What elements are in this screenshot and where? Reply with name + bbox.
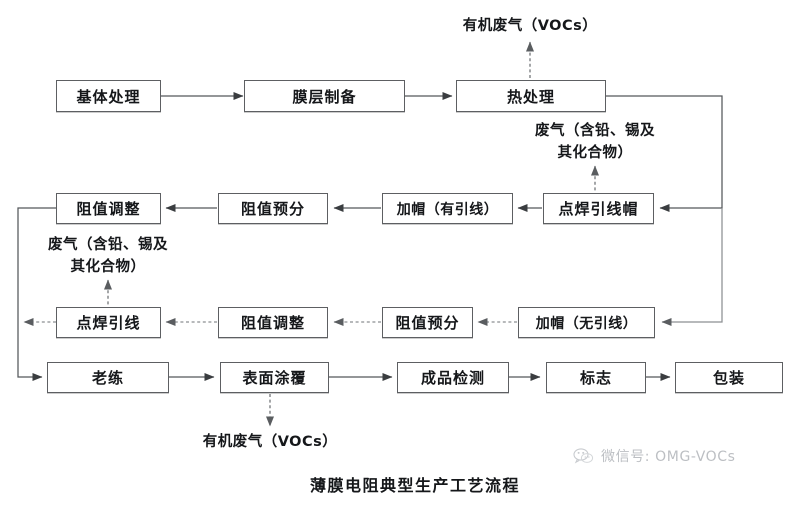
node-packaging[interactable]: 包装: [675, 362, 783, 393]
label-waste-gas-left: 废气（含铅、锡及 其化合物）: [18, 234, 198, 278]
arrow-rail-to-cap-without-lead: [661, 208, 723, 326]
node-marking[interactable]: 标志: [546, 362, 646, 393]
arrow-heat-to-spotweld-cap: [606, 95, 723, 212]
watermark: 微信号: OMG-VOCs: [573, 446, 736, 466]
label-voc-bottom: 有机废气（VOCs）: [202, 434, 338, 450]
node-heat-treatment[interactable]: 热处理: [456, 80, 606, 112]
node-cap-without-lead[interactable]: 加帽（无引线）: [518, 307, 655, 338]
node-resistance-adjust-1[interactable]: 阻值调整: [56, 193, 161, 224]
node-film-preparation[interactable]: 膜层制备: [244, 80, 405, 112]
node-aging[interactable]: 老练: [47, 362, 169, 393]
node-resistance-pre-split-2[interactable]: 阻值预分: [382, 307, 473, 338]
label-waste-gas-right-line1: 废气（含铅、锡及: [535, 123, 655, 139]
node-spot-weld-lead[interactable]: 点焊引线: [56, 307, 161, 338]
label-waste-gas-right-line2: 其化合物）: [557, 145, 633, 161]
diagram-caption: 薄膜电阻典型生产工艺流程: [310, 476, 521, 495]
wechat-icon: [573, 447, 594, 465]
label-waste-gas-left-line2: 其化合物）: [70, 259, 146, 275]
label-waste-gas-right: 废气（含铅、锡及 其化合物）: [505, 120, 685, 164]
node-finished-product-inspection[interactable]: 成品检测: [397, 362, 509, 393]
arrow-adjust1-to-aging: [17, 207, 56, 381]
node-resistance-adjust-2[interactable]: 阻值调整: [218, 307, 328, 338]
label-waste-gas-left-line1: 废气（含铅、锡及: [48, 237, 168, 253]
node-resistance-pre-split-1[interactable]: 阻值预分: [218, 193, 328, 224]
node-cap-with-lead[interactable]: 加帽（有引线）: [382, 193, 513, 224]
node-surface-coating[interactable]: 表面涂覆: [220, 362, 329, 393]
node-spot-weld-lead-cap[interactable]: 点焊引线帽: [543, 193, 654, 224]
watermark-text: 微信号: OMG-VOCs: [601, 449, 736, 465]
label-voc-top: 有机废气（VOCs）: [462, 18, 598, 34]
node-substrate-treatment[interactable]: 基体处理: [56, 80, 161, 112]
